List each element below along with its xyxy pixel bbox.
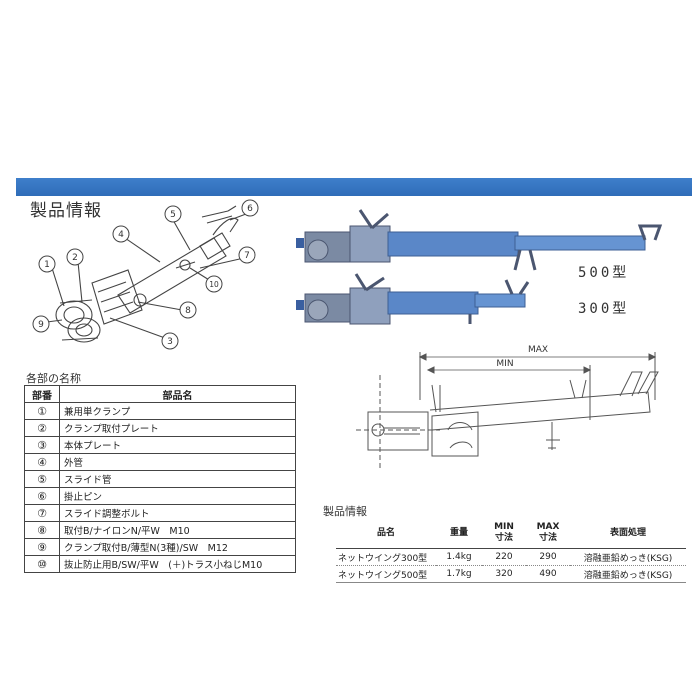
max-dimension-label: MAX — [528, 345, 548, 355]
part-number: ⑧ — [24, 521, 60, 539]
spec-max: 290 — [526, 548, 570, 566]
callout-10: 10 — [209, 280, 219, 289]
part-name: 取付B/ナイロンN/平W M10 — [59, 521, 296, 539]
callout-4: 4 — [118, 230, 124, 240]
callout-3: 3 — [167, 337, 173, 347]
spec-product-name: ネットウイング500型 — [336, 565, 436, 583]
min-dimension-label: MIN — [496, 359, 513, 369]
spec-max: 490 — [526, 565, 570, 583]
callout-1: 1 — [44, 260, 50, 270]
part-number: ② — [24, 419, 60, 437]
spec-product-name: ネットウイング300型 — [336, 548, 436, 566]
spec-finish: 溶融亜鉛めっき(KSG) — [570, 548, 686, 566]
callout-5: 5 — [170, 210, 176, 220]
product-photo-300 — [296, 273, 530, 325]
part-name: 兼用単クランプ — [59, 402, 296, 420]
callout-6: 6 — [247, 204, 253, 214]
part-name: 外管 — [59, 453, 296, 471]
part-name: 抜止防止用B/SW/平W (＋)トラス小ねじM10 — [59, 555, 296, 573]
part-name: 掛止ピン — [59, 487, 296, 505]
part-name: スライド調整ボルト — [59, 504, 296, 522]
spec-header-finish: 表面処理 — [570, 518, 686, 549]
part-number: ③ — [24, 436, 60, 454]
product-photo-500 — [296, 209, 663, 271]
model-300-label: 300型 — [578, 301, 630, 317]
part-name: 本体プレート — [59, 436, 296, 454]
part-number: ④ — [24, 453, 60, 471]
part-number: ⑦ — [24, 504, 60, 522]
part-name: クランプ取付プレート — [59, 419, 296, 437]
callout-7: 7 — [244, 251, 250, 261]
parts-header-number: 部番 — [24, 385, 60, 403]
callout-8: 8 — [185, 306, 191, 316]
spec-weight: 1.4kg — [436, 548, 482, 566]
part-name: スライド管 — [59, 470, 296, 488]
part-number: ① — [24, 402, 60, 420]
callout-9: 9 — [38, 320, 44, 330]
spec-table-caption: 製品情報 — [323, 505, 367, 518]
callout-2: 2 — [72, 253, 78, 263]
part-number: ⑤ — [24, 470, 60, 488]
section-title: 製品情報 — [30, 201, 102, 221]
spec-min: 320 — [482, 565, 526, 583]
spec-header-name: 品名 — [336, 518, 436, 549]
header-band — [16, 178, 692, 196]
part-name: クランプ取付B/薄型N(3種)/SW M12 — [59, 538, 296, 556]
parts-header-name: 部品名 — [59, 385, 296, 403]
spec-weight: 1.7kg — [436, 565, 482, 583]
parts-table-caption: 各部の名称 — [26, 372, 81, 385]
spec-finish: 溶融亜鉛めっき(KSG) — [570, 565, 686, 583]
model-500-label: 500型 — [578, 265, 630, 281]
part-number: ⑩ — [24, 555, 60, 573]
dimension-drawing — [356, 352, 659, 470]
part-number: ⑨ — [24, 538, 60, 556]
part-number: ⑥ — [24, 487, 60, 505]
spec-min: 220 — [482, 548, 526, 566]
spec-header-weight: 重量 — [436, 518, 482, 549]
